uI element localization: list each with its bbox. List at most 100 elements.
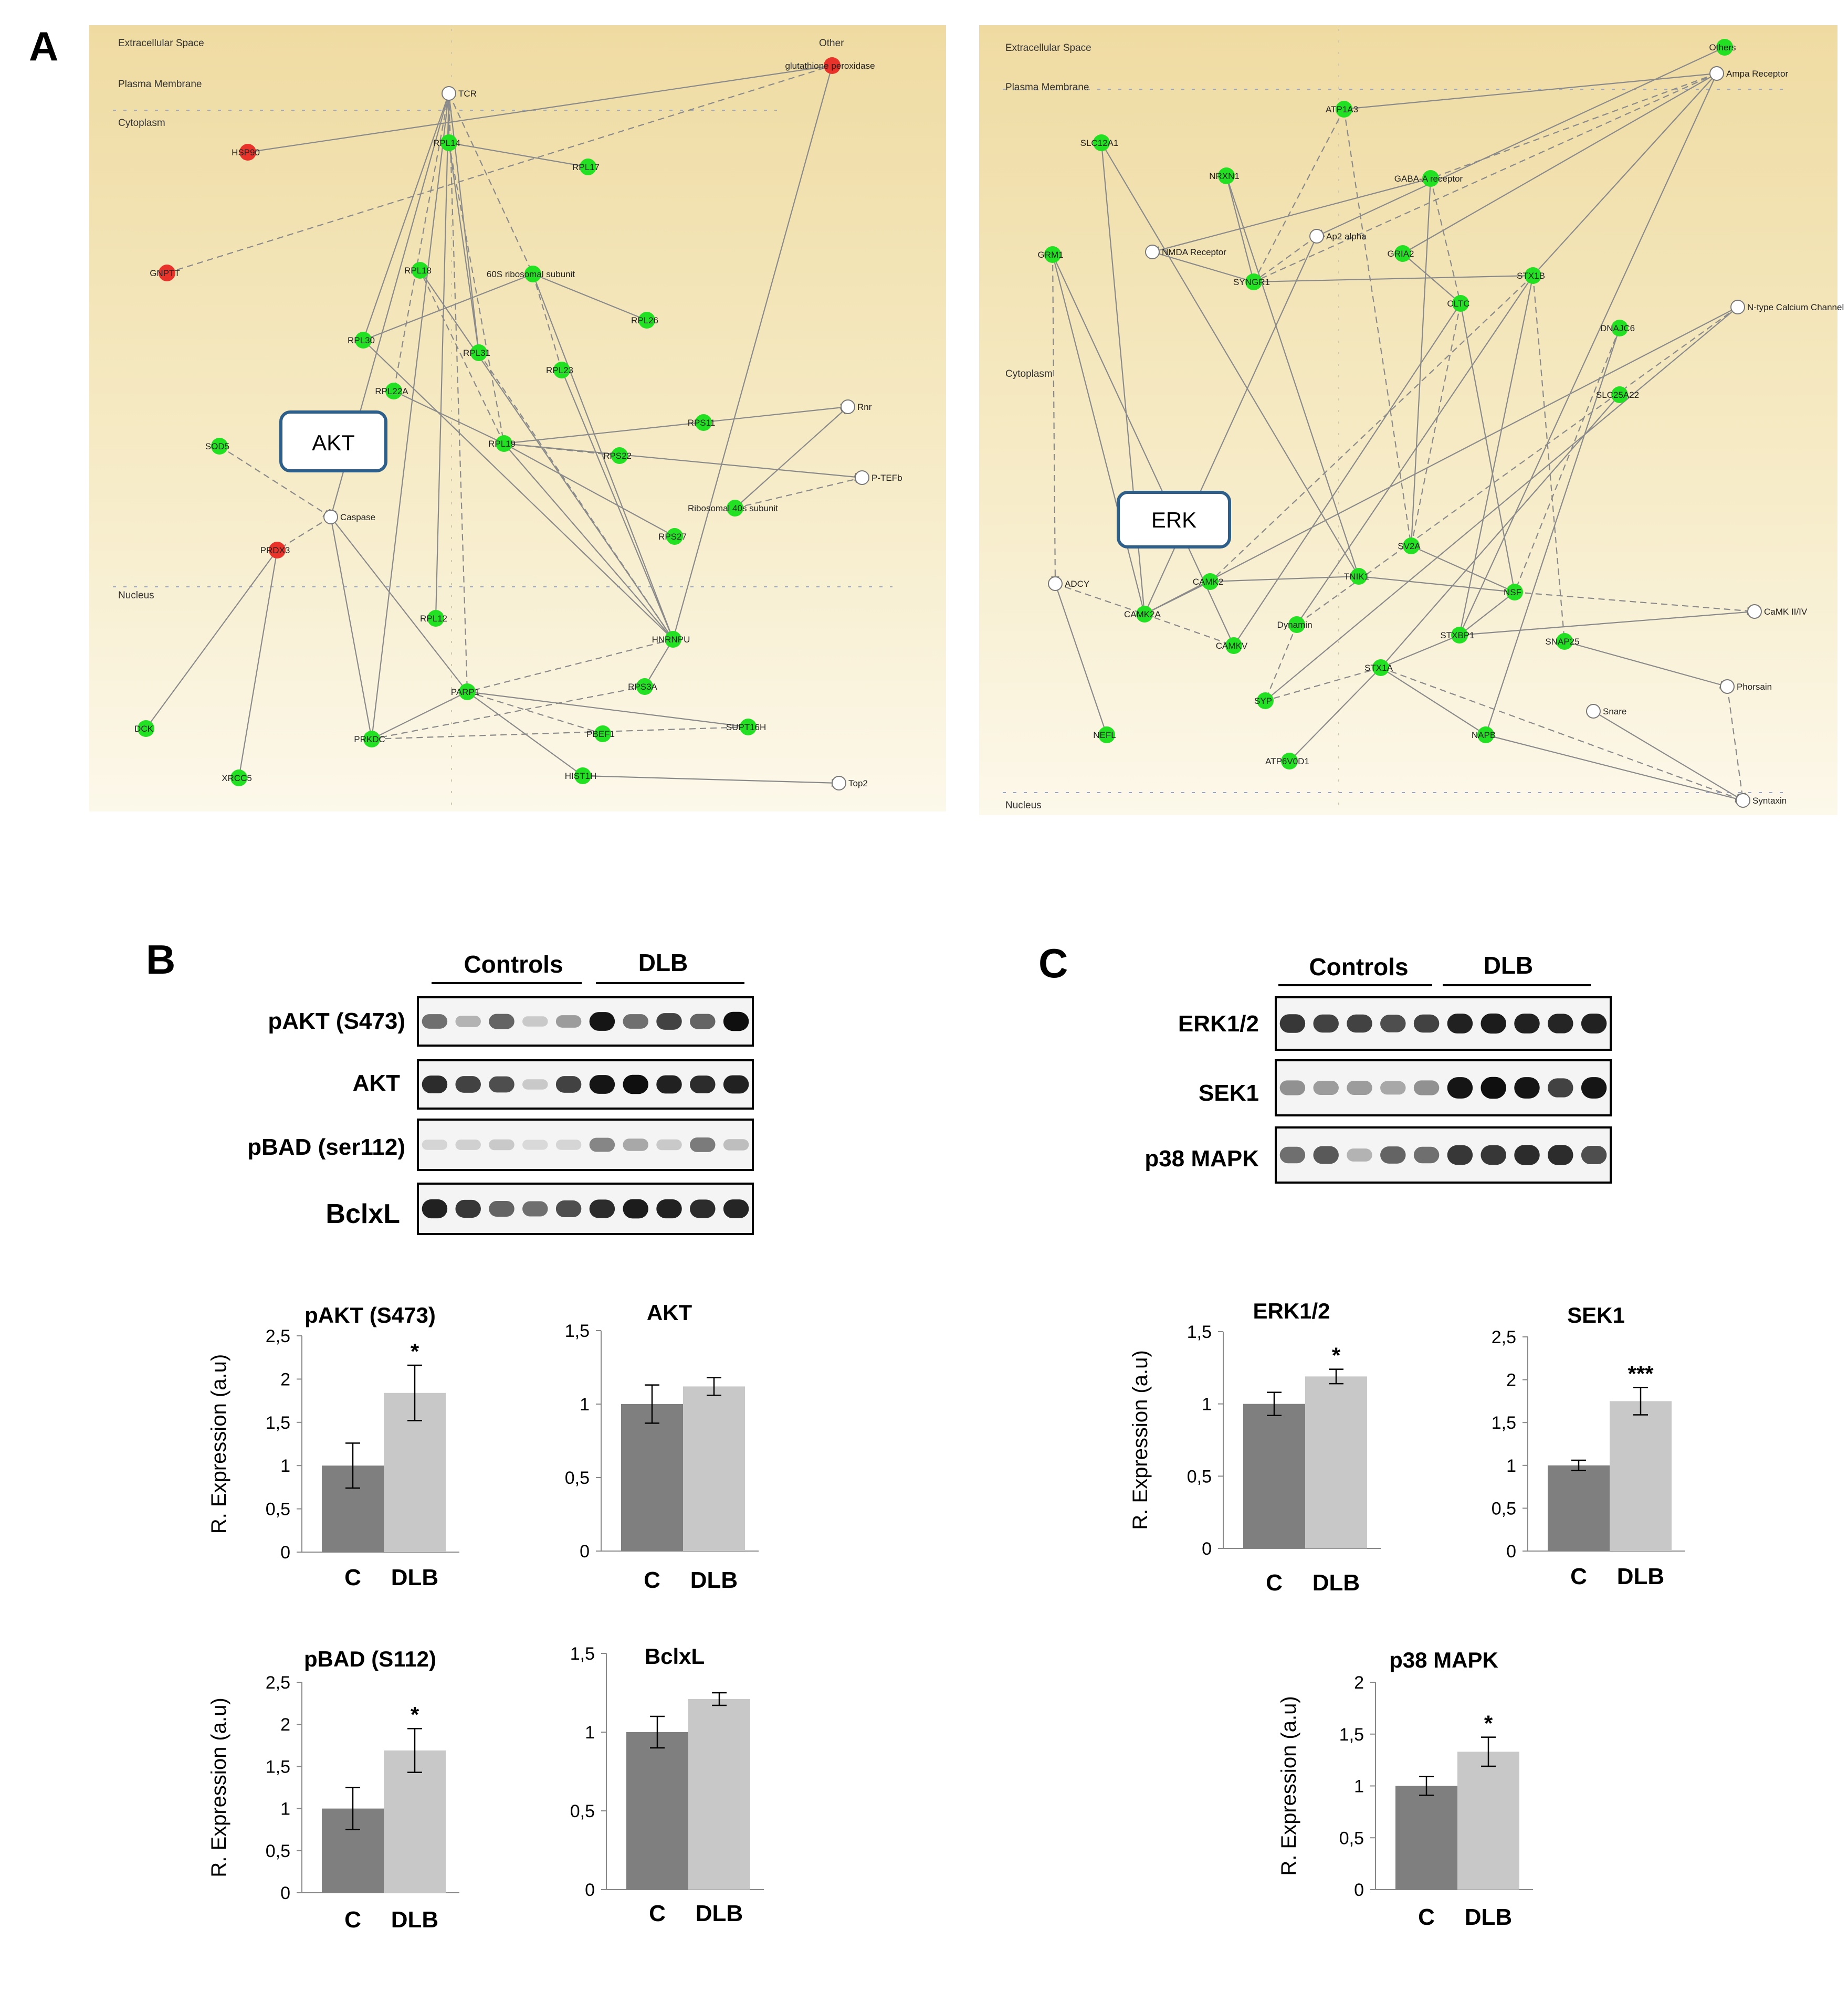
network-node-marker — [666, 528, 683, 545]
chart-category-label: C — [1266, 1570, 1283, 1596]
network-node-marker — [832, 776, 846, 790]
network-node-label: DNAJC6 — [1600, 323, 1635, 333]
blot-band — [623, 1014, 648, 1029]
chart-significance: * — [1332, 1343, 1341, 1368]
chart-bar-c — [1395, 1786, 1457, 1890]
network-node-marker — [1257, 692, 1274, 709]
network-node-rpl18: RPL18 — [404, 262, 432, 279]
network-edge — [1532, 73, 1717, 277]
blot-band — [1347, 1148, 1372, 1162]
network-edge — [734, 475, 863, 509]
network-node-marker — [1145, 245, 1160, 259]
network-node-label: NSF — [1504, 587, 1521, 597]
network-node-label: SNAP25 — [1545, 637, 1579, 647]
network-node-marker — [1225, 637, 1242, 654]
network-node-marker — [412, 262, 428, 279]
blot-band — [1581, 1077, 1607, 1099]
chart-y-tick-label: 0,5 — [565, 1468, 590, 1488]
blot-band — [589, 1137, 615, 1152]
network-node-label: NRXN1 — [1209, 171, 1240, 181]
network-node-marker — [211, 438, 228, 455]
network-edge — [644, 639, 674, 688]
network-edge — [1209, 275, 1534, 583]
blot-band — [1548, 1145, 1573, 1165]
chart-y-tick-label: 1,5 — [1187, 1322, 1212, 1342]
chart-y-tick-label: 1,5 — [1339, 1725, 1364, 1745]
network-edge — [1458, 610, 1755, 639]
network-node-label: CAMK2 — [1193, 577, 1224, 587]
network-node-label: PARP1 — [451, 687, 480, 697]
network-edge — [1152, 251, 1255, 284]
network-node-marker — [574, 767, 591, 784]
network-node-label: RPS3A — [628, 682, 657, 692]
blot-band — [555, 1200, 582, 1218]
chart-bar-dlb — [1610, 1401, 1672, 1551]
network-right-background — [979, 25, 1838, 815]
network-node-rps11: RPS11 — [688, 414, 715, 431]
network-node-label: HNRNPU — [652, 635, 690, 645]
blot-band — [723, 1075, 749, 1094]
network-edge — [1143, 307, 1738, 615]
chart-title: ERK1/2 — [1253, 1299, 1330, 1323]
panel-label-a: A — [29, 23, 58, 69]
chart-bar-dlb — [1305, 1376, 1367, 1548]
network-node-marker — [363, 731, 380, 747]
chart-y-tick-label: 0 — [1354, 1880, 1364, 1900]
network-node-marker — [611, 447, 628, 464]
network-edge — [145, 550, 278, 730]
blot-strip-bclxl — [417, 1183, 754, 1235]
chart-category-label: C — [344, 1907, 361, 1933]
network-node-rpl31: RPL31 — [463, 344, 490, 361]
network-node-marker — [1218, 167, 1235, 184]
network-node-label: CAMK2A — [1124, 609, 1161, 619]
blot-band — [656, 1139, 682, 1151]
network-edge — [1296, 307, 1738, 625]
chart-pakt-s473: pAKT (S473)00,511,522,5R. Expression (a.… — [207, 1303, 459, 1590]
network-node-marker — [580, 159, 596, 175]
blot-strip-frame — [1275, 1059, 1612, 1116]
network-node-label: 60S ribosomal subunit — [487, 269, 575, 279]
network-node-marker — [740, 719, 757, 735]
chart-bar-c — [1243, 1404, 1305, 1548]
network-edge — [371, 691, 468, 740]
network-node-rpl26: RPL26 — [631, 312, 658, 329]
network-node-atp1a3: ATP1A3 — [1326, 101, 1358, 118]
blot-band — [1581, 1145, 1607, 1165]
blot-band — [522, 1140, 548, 1150]
compartment-extracellular-right: Extracellular Space — [1005, 43, 1091, 54]
network-node-marker — [1048, 576, 1063, 591]
chart-y-tick-label: 1 — [280, 1456, 290, 1476]
blot-strip-pbad-ser112 — [417, 1119, 754, 1171]
network-node-marker — [1098, 726, 1115, 743]
network-node-label: CAMKV — [1216, 641, 1248, 651]
blot-b-group-dlb: DLB — [638, 949, 688, 976]
network-node-marker — [427, 610, 444, 627]
network-node-marker — [442, 86, 456, 101]
network-edge — [1051, 254, 1059, 585]
network-node-label: RPL19 — [488, 439, 516, 449]
network-edge — [1402, 73, 1717, 254]
blot-c-label-p38: p38 MAPK — [1144, 1146, 1259, 1172]
network-node-marker — [470, 344, 487, 361]
blot-band — [1581, 1014, 1607, 1034]
blot-b-label-akt: AKT — [353, 1070, 401, 1096]
network-node-label: GNPTT — [150, 268, 180, 278]
compartment-nucleus-right: Nucleus — [1005, 800, 1042, 811]
western-blot-c: Controls DLB ERK1/2 SEK1 p38 MAPK — [1144, 952, 1612, 1184]
chart-title: pAKT (S473) — [304, 1303, 436, 1327]
network-node-gnptt: GNPTT — [150, 265, 180, 281]
network-node-label: RPL18 — [404, 266, 432, 276]
network-node-rps22: RPS22 — [603, 447, 632, 464]
network-node-slc12a1: SLC12A1 — [1080, 134, 1118, 151]
network-node-label: GABA-A receptor — [1394, 174, 1463, 184]
network-edge — [532, 273, 648, 321]
blot-band — [1279, 1080, 1306, 1095]
blot-band — [489, 1076, 514, 1093]
network-edge — [330, 516, 468, 693]
blot-band — [455, 1016, 481, 1027]
blot-c-label-erk: ERK1/2 — [1178, 1011, 1259, 1037]
network-node-rpl17: RPL17 — [572, 159, 600, 175]
network-node-marker — [1394, 245, 1411, 262]
compartment-other: Other — [819, 38, 844, 49]
